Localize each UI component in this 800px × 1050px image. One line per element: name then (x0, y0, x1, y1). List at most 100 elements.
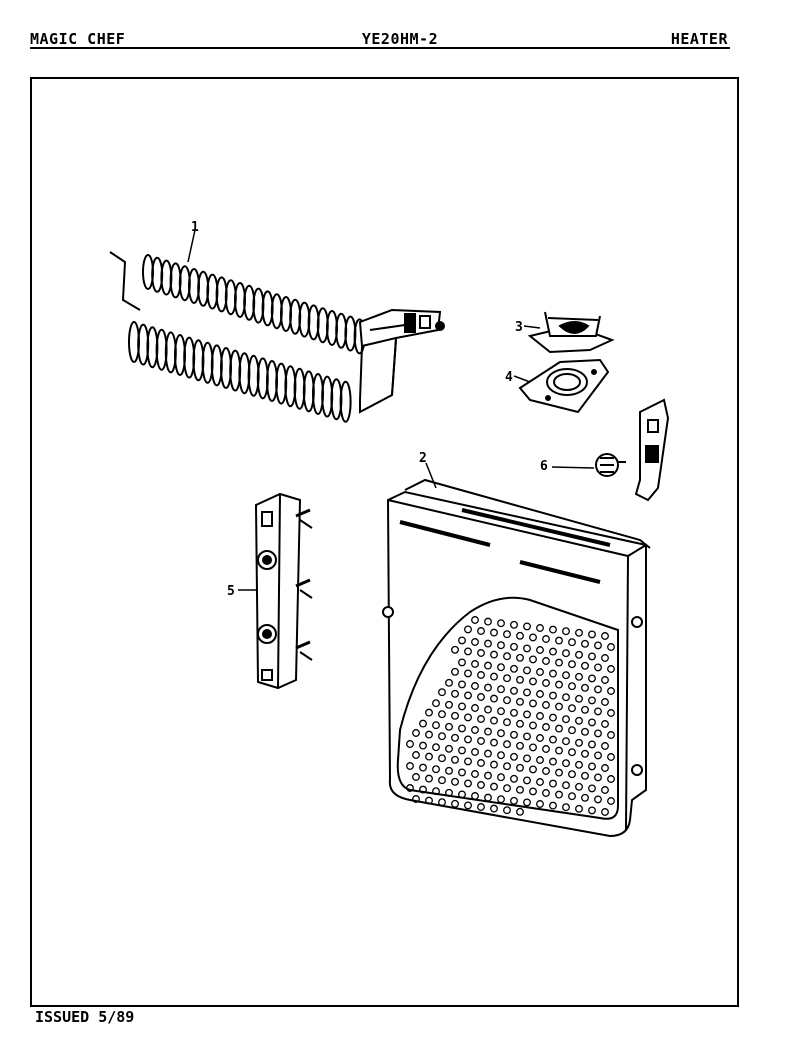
perforation-hole (594, 663, 602, 672)
perforation-hole (607, 709, 615, 717)
perforation-hole (549, 757, 557, 766)
perforation-hole (516, 741, 524, 750)
perforation-hole (503, 674, 511, 683)
perforation-hole (523, 776, 531, 785)
perforation-hole (555, 636, 563, 645)
terminal-block (254, 492, 313, 690)
thermal-fuse (595, 398, 670, 502)
perforation-hole (451, 711, 459, 720)
perforation-hole (451, 645, 459, 654)
perforation-hole (562, 803, 570, 812)
perforation-hole (510, 774, 518, 783)
perforation-hole (458, 636, 466, 645)
perforation-hole (536, 690, 544, 698)
perforation-hole (419, 741, 427, 750)
perforation-hole (588, 674, 596, 683)
perforation-hole (419, 763, 427, 772)
coil-loop (339, 380, 352, 423)
perforation-hole (497, 619, 505, 628)
perforation-hole (523, 688, 531, 697)
perforation-hole (536, 668, 544, 676)
perforation-hole (484, 639, 492, 648)
callout-2: 2 (419, 451, 427, 466)
perforation-hole (555, 702, 563, 711)
perforation-hole (425, 708, 433, 717)
perforation-hole (523, 732, 531, 741)
perforation-hole (516, 697, 524, 706)
perforation-hole (503, 652, 511, 661)
perforation-hole (490, 760, 498, 769)
perforation-hole (406, 740, 414, 748)
perforation-hole (464, 801, 472, 810)
perforation-hole (503, 762, 511, 771)
perforation-hole (588, 784, 596, 793)
perforation-hole (588, 740, 596, 749)
perforation-hole (523, 710, 531, 719)
perforation-hole (562, 781, 570, 790)
perforation-hole (412, 751, 420, 759)
perforation-hole (477, 627, 485, 635)
perforation-hole (601, 720, 609, 728)
perforation-hole (458, 702, 466, 711)
perforation-hole (464, 779, 472, 788)
perforation-hole (484, 793, 492, 802)
perforation-hole (575, 738, 583, 747)
perforation-hole (523, 622, 531, 631)
perforation-hole (464, 647, 472, 656)
perforation-hole (575, 628, 583, 637)
perforation-hole (490, 738, 498, 747)
diagram-frame (30, 77, 739, 1007)
perforation-hole (497, 729, 505, 738)
callout-6: 6 (540, 459, 548, 474)
perforation-hole (432, 787, 440, 796)
perforation-hole (536, 778, 544, 786)
perforation-hole (406, 762, 414, 770)
perforation-hole (536, 734, 544, 742)
perforation-hole (516, 719, 524, 728)
perforation-hole (555, 658, 563, 667)
perforation-hole (432, 765, 440, 774)
perforation-hole (562, 759, 570, 768)
perforation-hole (490, 628, 498, 637)
perforation-hole (516, 763, 524, 772)
perforation-hole (529, 765, 537, 774)
perforation-hole (477, 671, 485, 679)
perforation-hole (490, 804, 498, 813)
callout-1: 1 (191, 220, 199, 235)
perforation-hole (484, 727, 492, 736)
perforation-hole (529, 721, 537, 730)
perforation-hole (464, 691, 472, 700)
perforation-hole (542, 701, 550, 709)
perforation-hole (471, 704, 479, 712)
perforation-hole (594, 729, 602, 738)
perforation-hole (555, 790, 563, 799)
perforation-hole (581, 683, 589, 692)
perforation-hole (562, 737, 570, 746)
perforation-hole (471, 638, 479, 646)
perforation-hole (575, 716, 583, 725)
perforation-hole (607, 643, 615, 651)
perforation-hole (529, 743, 537, 752)
perforation-hole (529, 677, 537, 686)
perforation-hole (555, 724, 563, 733)
perforation-hole (458, 746, 466, 755)
perforation-hole (510, 686, 518, 695)
perforation-hole (549, 713, 557, 722)
heating-element (109, 251, 445, 423)
perforation-hole (568, 792, 576, 801)
perforation-hole (536, 800, 544, 808)
perforation-hole (471, 682, 479, 690)
model-label: YE20HM-2 (361, 30, 439, 48)
perforation-hole (458, 658, 466, 667)
perforation-hole (581, 661, 589, 670)
issued-date: ISSUED 5/89 (35, 1008, 135, 1026)
perforation-hole (503, 806, 511, 815)
perforation-hole (568, 748, 576, 757)
perforation-hole (477, 737, 485, 745)
perforation-hole (536, 646, 544, 654)
perforation-hole (451, 777, 459, 786)
perforation-hole (523, 798, 531, 807)
perforation-hole (432, 721, 440, 730)
perforation-hole (562, 715, 570, 724)
perforation-hole (445, 678, 453, 687)
